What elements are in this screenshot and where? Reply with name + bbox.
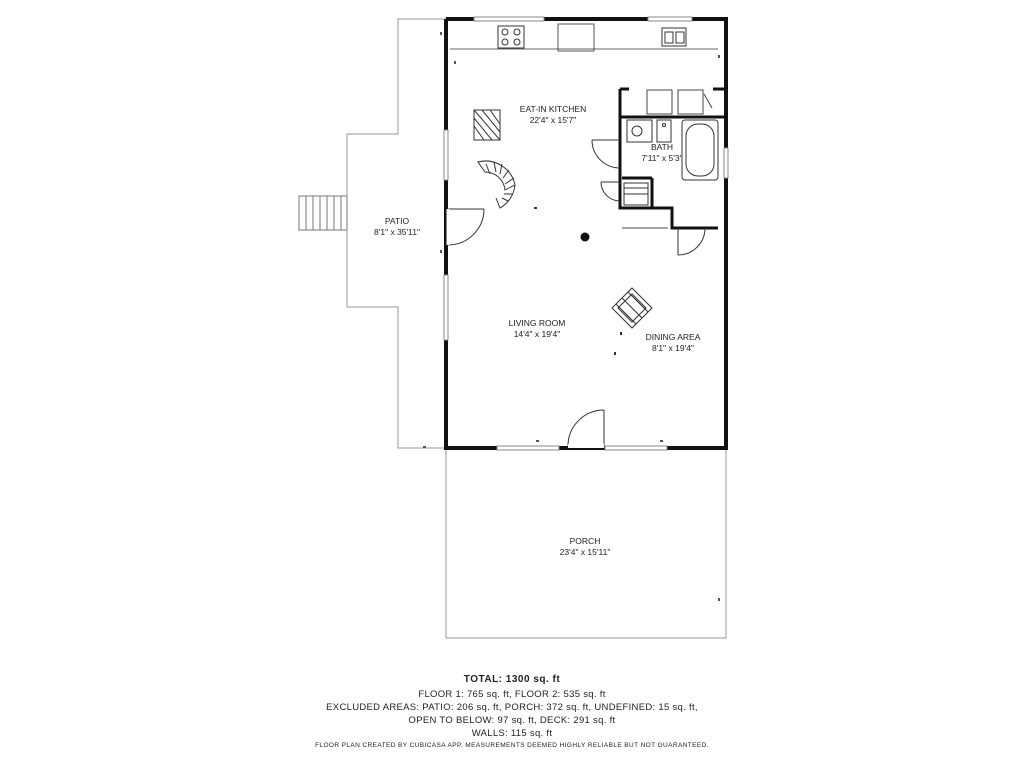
dining-name: DINING AREA — [646, 332, 701, 342]
dining-size: 8'1" x 19'4" — [652, 343, 694, 353]
patio-size: 8'1" x 35'11" — [374, 227, 420, 237]
summary-excluded: EXCLUDED AREAS: PATIO: 206 sq. ft, PORCH… — [326, 702, 698, 713]
wood-stove-icon — [473, 109, 501, 141]
summary-floors: FLOOR 1: 765 sq. ft, FLOOR 2: 535 sq. ft — [418, 689, 606, 700]
interior-thin-walls — [622, 89, 713, 229]
kitchen-size: 22'4" x 15'7" — [530, 115, 577, 125]
outline-ticks — [423, 32, 720, 601]
living-size: 14'4" x 19'4" — [514, 329, 561, 339]
area-summary: FLOOR 1: 765 sq. ft, FLOOR 2: 535 sq. ft… — [0, 688, 1024, 740]
bath-name: BATH — [651, 142, 673, 152]
summary-walls: WALLS: 115 sq. ft — [471, 728, 553, 739]
windows — [443, 16, 729, 451]
spiral-staircase-icon — [477, 160, 516, 209]
floor-plan: EAT-IN KITCHEN 22'4" x 15'7" BATH 7'11" … — [298, 16, 729, 639]
utility-door — [677, 227, 706, 256]
bathroom-sink-icon — [626, 119, 672, 143]
front-door — [567, 409, 605, 448]
dining-stove-icon — [611, 287, 653, 329]
kitchen-name: EAT-IN KITCHEN — [520, 104, 586, 114]
porch-size: 23'4" x 15'11" — [560, 547, 611, 557]
room-label-patio: PATIO 8'1" x 35'11" — [374, 216, 420, 237]
patio-stairs — [298, 195, 348, 231]
summary-open-deck: OPEN TO BELOW: 97 sq. ft, DECK: 291 sq. … — [408, 715, 616, 726]
patio-name: PATIO — [385, 216, 410, 226]
divider-markers — [534, 207, 622, 355]
porch-area — [445, 448, 727, 639]
kitchen-sink-icon — [661, 27, 687, 47]
interior-walls — [618, 87, 726, 230]
patio-door — [446, 208, 485, 246]
room-label-living: LIVING ROOM 14'4" x 19'4" — [509, 318, 566, 339]
room-label-kitchen: EAT-IN KITCHEN 22'4" x 15'7" — [520, 104, 586, 125]
kitchen-counter — [450, 23, 718, 52]
disclaimer: FLOOR PLAN CREATED BY CUBICASA APP. MEAS… — [315, 742, 709, 749]
support-post-icon — [580, 232, 590, 242]
closet-door — [600, 181, 621, 202]
living-name: LIVING ROOM — [509, 318, 566, 328]
porch-name: PORCH — [570, 536, 601, 546]
bath-door — [591, 139, 621, 169]
stove-icon — [497, 25, 525, 49]
room-label-dining: DINING AREA 8'1" x 19'4" — [646, 332, 701, 353]
bath-size: 7'11" x 5'3" — [641, 153, 682, 163]
total-area: TOTAL: 1300 sq. ft — [463, 674, 561, 685]
closet-shelves — [623, 182, 649, 206]
room-label-porch: PORCH 23'4" x 15'11" — [560, 536, 611, 557]
bathtub-icon — [681, 119, 719, 181]
room-label-bath: BATH 7'11" x 5'3" — [641, 142, 682, 163]
